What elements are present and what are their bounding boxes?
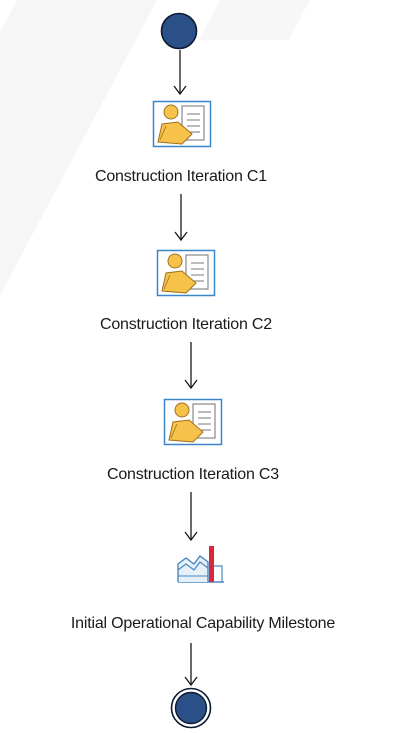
- flow-arrow: [174, 194, 188, 242]
- flow-arrow: [184, 342, 198, 390]
- milestone-chart-icon[interactable]: [174, 544, 230, 586]
- iteration-role-document-icon[interactable]: [156, 249, 216, 297]
- iteration-role-document-icon[interactable]: [152, 100, 212, 148]
- iteration-label: Construction Iteration C1: [95, 168, 267, 185]
- iteration-label: Construction Iteration C2: [100, 316, 272, 333]
- background-band: [198, 0, 332, 40]
- flow-arrow: [184, 492, 198, 542]
- flow-arrow: [173, 50, 187, 96]
- iteration-role-document-icon[interactable]: [163, 398, 223, 446]
- initial-node[interactable]: [158, 10, 200, 52]
- iteration-label: Construction Iteration C3: [107, 466, 279, 483]
- final-node[interactable]: [169, 686, 213, 730]
- flow-arrow: [184, 643, 198, 687]
- milestone-label: Initial Operational Capability Milestone: [70, 615, 336, 632]
- background-band: [0, 0, 168, 310]
